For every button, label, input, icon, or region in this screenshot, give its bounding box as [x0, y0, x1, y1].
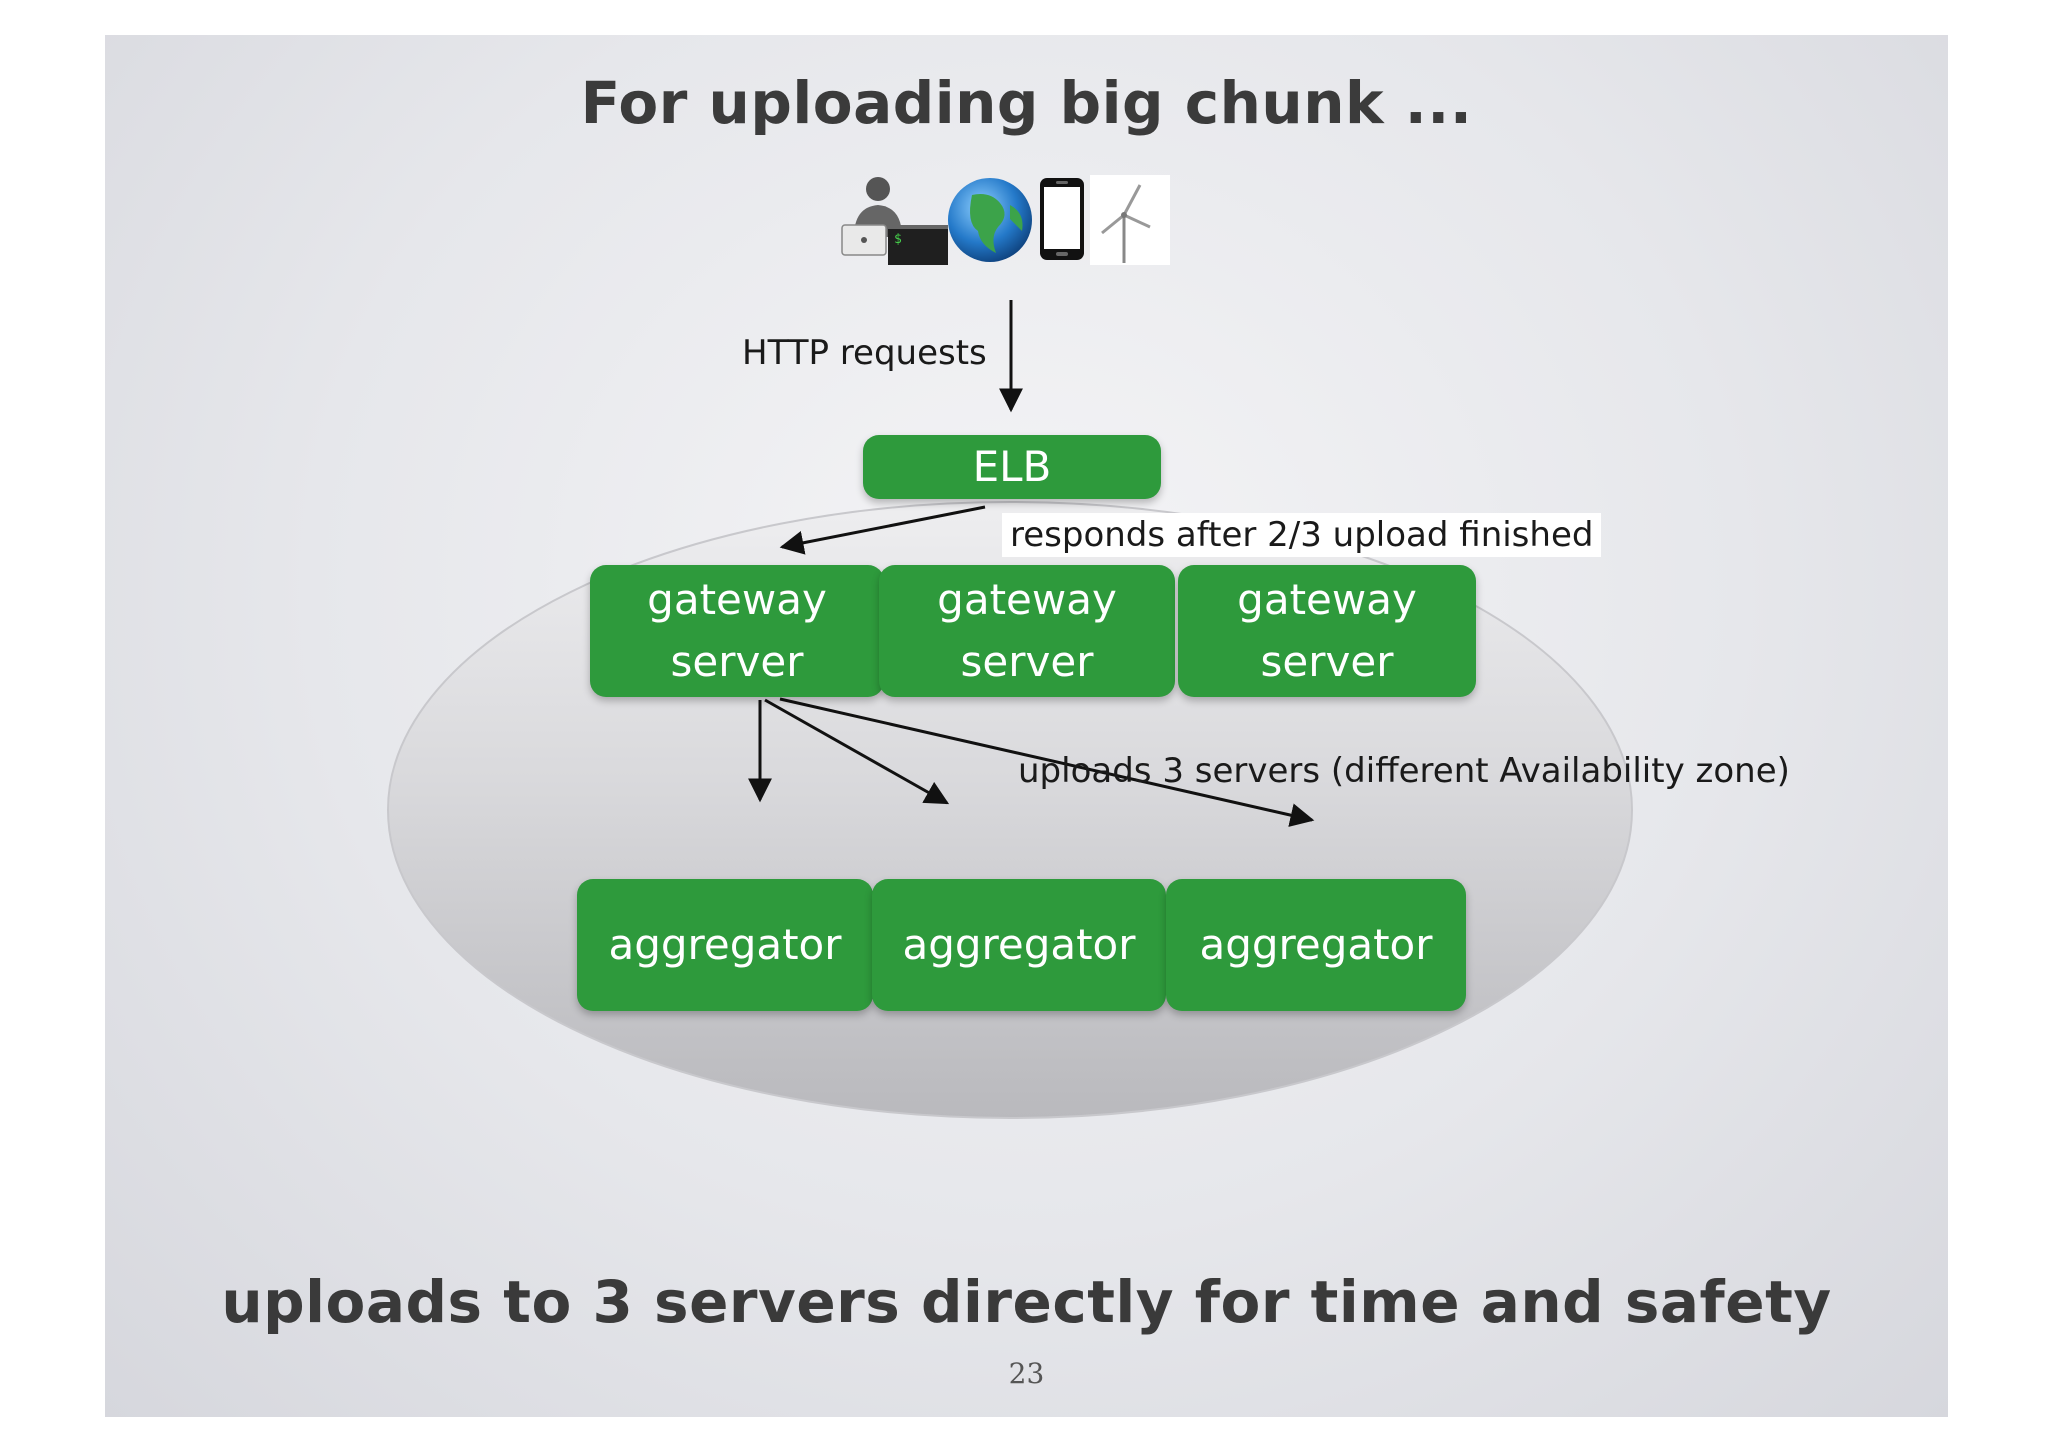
responds-label: responds after 2/3 upload finished: [1002, 513, 1602, 557]
gateway-line1: gateway: [937, 575, 1117, 624]
aggregator-1: aggregator: [577, 879, 873, 1011]
uploads-label: uploads 3 servers (different Availabilit…: [1018, 751, 1790, 791]
client-icons: $: [840, 175, 1170, 270]
elb-box: ELB: [863, 435, 1161, 499]
gateway-line2: server: [670, 637, 804, 686]
gateway-line2: server: [1260, 637, 1394, 686]
terminal-icon: $: [888, 225, 948, 265]
aggregator-3: aggregator: [1166, 879, 1466, 1011]
globe-icon: [948, 178, 1032, 262]
gateway-to-aggregator-arrow-2: [764, 698, 950, 805]
page-number: 23: [1008, 1357, 1045, 1390]
gateway-line2: server: [960, 637, 1094, 686]
terminal-prompt: $: [894, 232, 902, 247]
aggregator-2: aggregator: [872, 879, 1166, 1011]
gateway-server-1: gateway server: [590, 565, 884, 697]
gateway-server-3: gateway server: [1178, 565, 1476, 697]
elb-to-gateway-arrow: [779, 505, 986, 555]
bottom-caption: uploads to 3 servers directly for time a…: [221, 1268, 1832, 1336]
gateway-line1: gateway: [1237, 575, 1417, 624]
gateway-line1: gateway: [647, 575, 827, 624]
smartphone-icon: [1040, 178, 1084, 260]
wind-turbine-icon: [1090, 175, 1170, 265]
slide-title: For uploading big chunk ...: [580, 69, 1473, 137]
slide: For uploading big chunk ... $: [105, 35, 1948, 1417]
arrows-layer: [748, 300, 1315, 827]
gateway-to-aggregator-arrow-3: [779, 697, 1315, 827]
gateway-server-2: gateway server: [879, 565, 1175, 697]
http-requests-label: HTTP requests: [742, 333, 987, 373]
